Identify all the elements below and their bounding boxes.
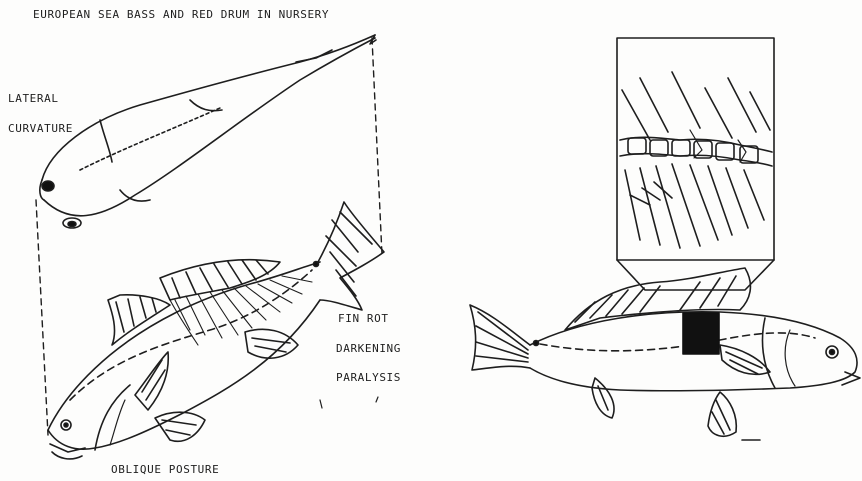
spine-inset-icon (617, 38, 774, 290)
label-darkening: DARKENING (336, 342, 401, 355)
label-lateral: LATERAL (8, 92, 59, 105)
figure-title: EUROPEAN SEA BASS AND RED DRUM IN NURSER… (33, 8, 329, 21)
stray-marks (320, 397, 378, 408)
fish-right-icon (470, 268, 860, 440)
lesion-mark (683, 313, 719, 354)
label-curvature: CURVATURE (8, 122, 73, 135)
fish-top-view-icon (40, 35, 376, 228)
label-fin-rot: FIN ROT (338, 312, 389, 325)
fish-side-view-icon (48, 202, 384, 459)
label-paralysis: PARALYSIS (336, 371, 401, 384)
label-oblique-posture: OBLIQUE POSTURE (111, 463, 219, 476)
